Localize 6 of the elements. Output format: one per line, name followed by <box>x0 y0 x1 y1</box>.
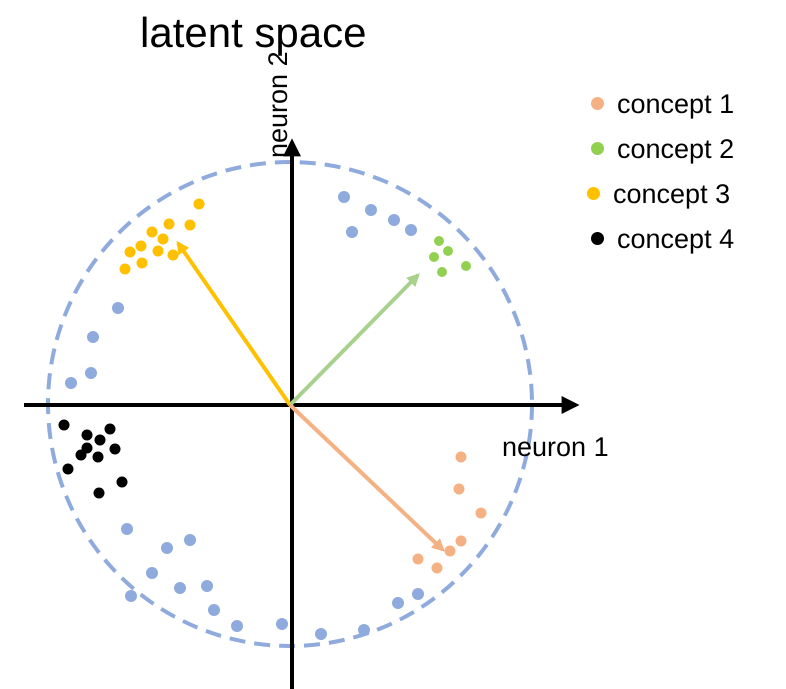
diagram-title: latent space <box>140 12 366 54</box>
legend-label: concept 2 <box>617 136 734 163</box>
legend-label: concept 3 <box>613 181 730 208</box>
axis-label: neuron 1 <box>502 434 609 461</box>
legend-label: concept 1 <box>617 91 734 118</box>
legend-label: concept 4 <box>617 226 734 253</box>
